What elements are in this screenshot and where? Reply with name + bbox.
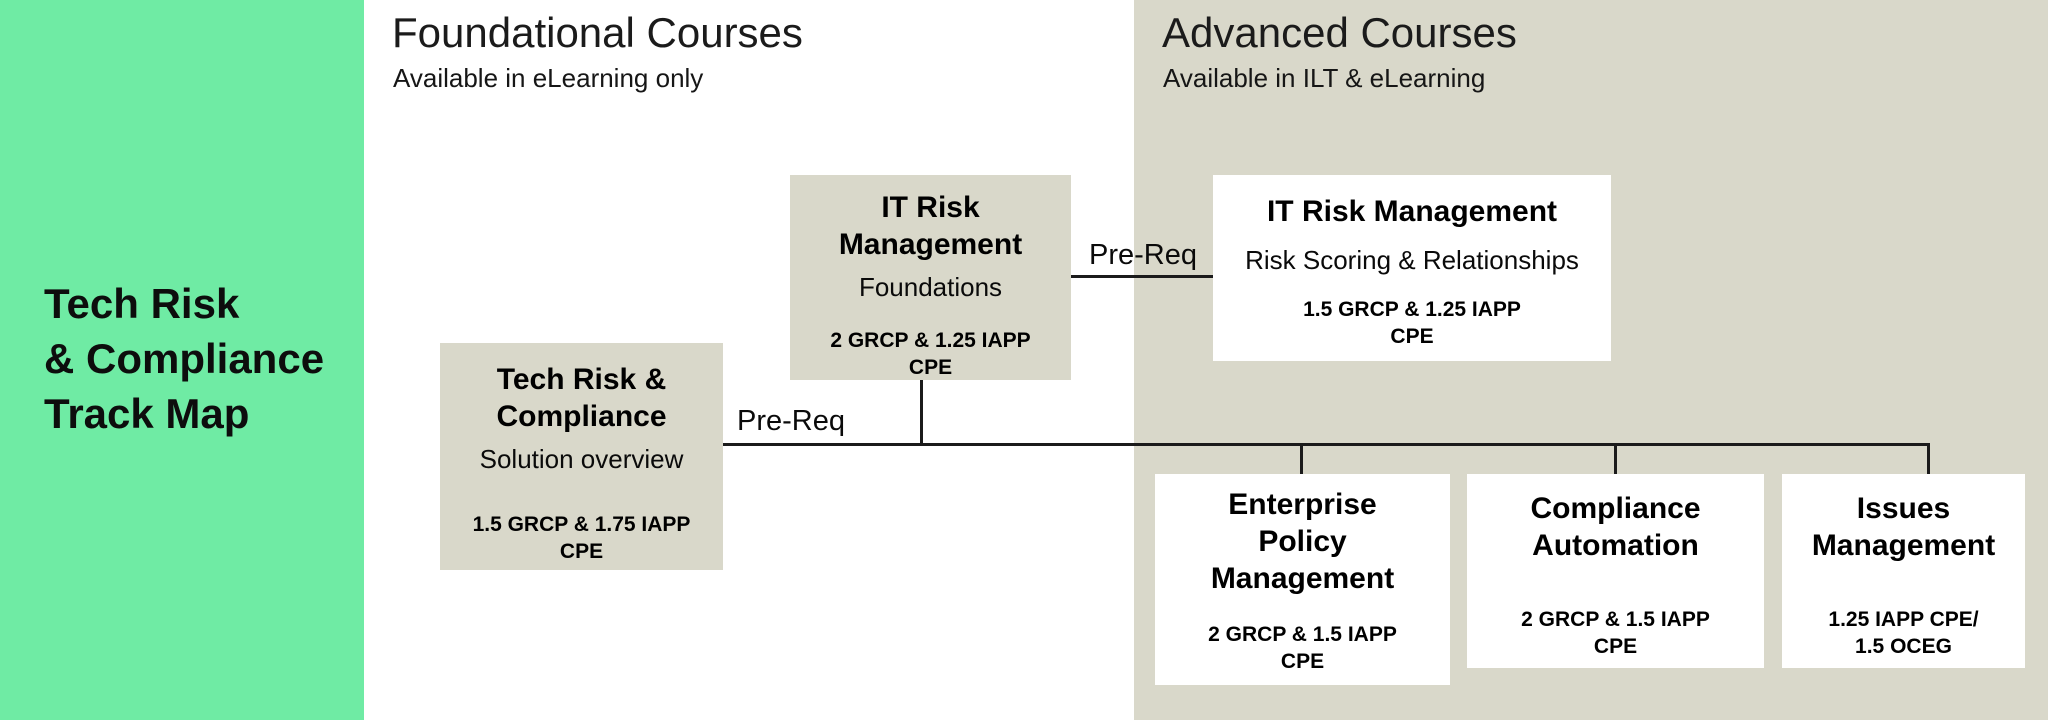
sidebar-title: Tech Risk & Compliance Track Map: [44, 280, 325, 437]
course-box-it-risk-management-risk-scoring: IT Risk Management Risk Scoring & Relati…: [1213, 175, 1611, 361]
course-title: Compliance Automation: [1530, 492, 1701, 562]
course-title: Enterprise Policy Management: [1210, 488, 1395, 595]
course-box-enterprise-policy-management: Enterprise Policy Management 2 GRCP & 1.…: [1155, 474, 1450, 685]
course-box-tech-risk-compliance-overview: Tech Risk & Compliance Solution overview…: [440, 343, 723, 570]
course-credits: 1.25 IAPP CPE/ 1.5 OCEG: [1828, 608, 1979, 658]
course-credits: 2 GRCP & 1.25 IAPP CPE: [830, 329, 1031, 379]
course-credits: 1.5 GRCP & 1.75 IAPP CPE: [472, 513, 691, 563]
connector-drop-issues: [1927, 443, 1930, 477]
connector-main-line: [723, 443, 1930, 446]
course-credits: 2 GRCP & 1.5 IAPP CPE: [1521, 608, 1710, 658]
course-subtitle: Solution overview: [479, 444, 684, 474]
sidebar: Tech Risk & Compliance Track Map: [0, 0, 364, 720]
connector-prereq-line-top: [1070, 275, 1213, 278]
prereq-label-bottom: Pre-Req: [737, 405, 845, 437]
course-credits: 1.5 GRCP & 1.25 IAPP CPE: [1303, 298, 1521, 348]
course-box-issues-management: Issues Management 1.25 IAPP CPE/ 1.5 OCE…: [1782, 474, 2025, 668]
course-subtitle: Risk Scoring & Relationships: [1245, 245, 1579, 275]
course-credits: 2 GRCP & 1.5 IAPP CPE: [1208, 623, 1397, 673]
connector-drop-foundations: [920, 378, 923, 446]
course-box-compliance-automation: Compliance Automation 2 GRCP & 1.5 IAPP …: [1467, 474, 1764, 668]
course-box-it-risk-management-foundations: IT Risk Management Foundations 2 GRCP & …: [790, 175, 1071, 380]
advanced-section-title: Advanced Courses: [1162, 9, 1517, 56]
prereq-label-top: Pre-Req: [1089, 239, 1197, 271]
connector-drop-enterprise-policy: [1300, 443, 1303, 477]
course-subtitle: Foundations: [858, 272, 1003, 302]
course-title: Tech Risk & Compliance: [496, 363, 667, 433]
course-title: IT Risk Management: [838, 191, 1023, 261]
course-title: Issues Management: [1811, 492, 1996, 562]
advanced-section-subtitle: Available in ILT & eLearning: [1163, 63, 1486, 93]
foundational-section-title: Foundational Courses: [392, 9, 803, 56]
foundational-section-subtitle: Available in eLearning only: [393, 63, 704, 93]
course-title: IT Risk Management: [1266, 195, 1558, 228]
connector-drop-compliance-automation: [1614, 443, 1617, 477]
